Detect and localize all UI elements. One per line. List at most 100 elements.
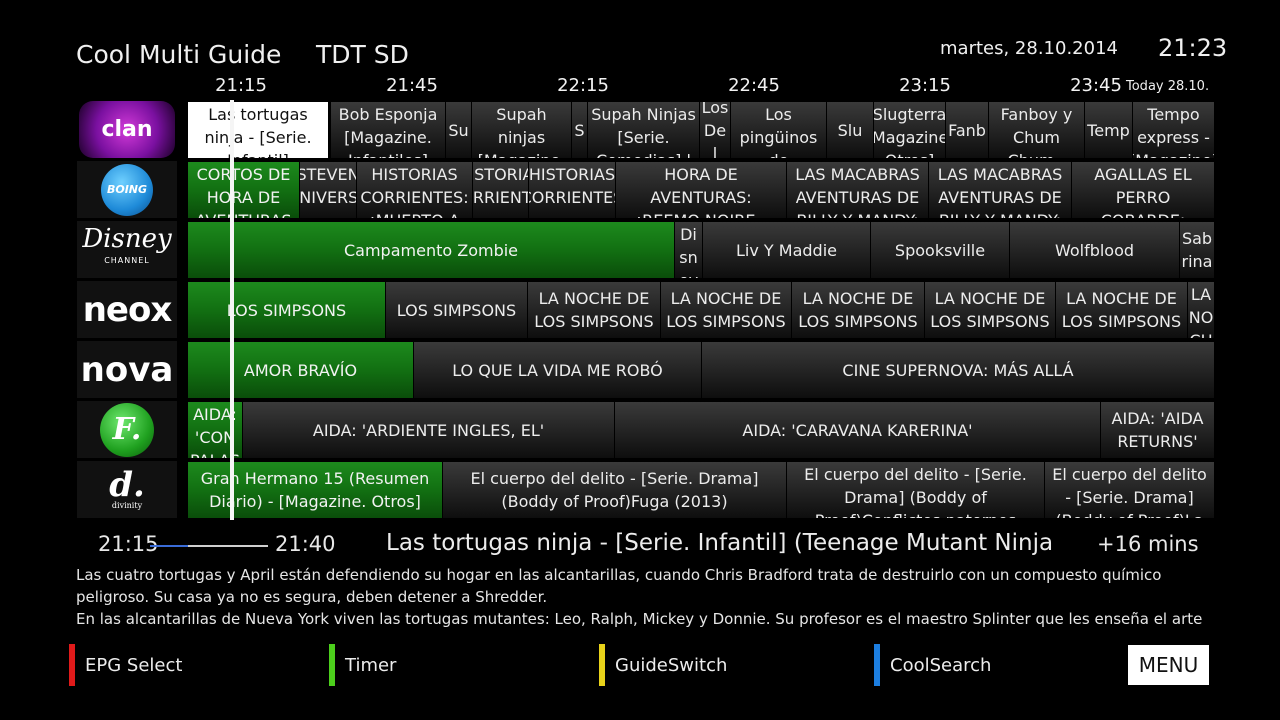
- blue-key-icon: [874, 644, 880, 686]
- channel-logo-clan[interactable]: clan: [79, 101, 175, 158]
- program-cell-now[interactable]: AMOR BRAVÍO: [188, 342, 413, 398]
- program-title: HISTORIAS CORRIENTES: [473, 165, 528, 207]
- program-title: Slugterra [Magazine. Otros]: [874, 105, 945, 158]
- program-cell[interactable]: Supah ninjas [Magazine. Otros]: [472, 102, 571, 158]
- program-cell[interactable]: Los De l: [700, 102, 730, 158]
- event-progress-bar: [150, 545, 268, 547]
- program-cell[interactable]: LA NO CH: [1188, 282, 1214, 338]
- green-key-timer[interactable]: Timer: [329, 644, 396, 686]
- program-title: STEVEN UNIVERSE: [300, 165, 356, 207]
- program-cell-now[interactable]: Gran Hermano 15 (Resumen Diario) - [Maga…: [188, 462, 442, 518]
- program-cell[interactable]: LAS MACABRAS AVENTURAS DE BILLY Y MANDY:: [929, 162, 1071, 218]
- program-title: LOS SIMPSONS: [226, 300, 347, 320]
- program-cell[interactable]: Fanb: [946, 102, 988, 158]
- program-title: LAS MACABRAS AVENTURAS DE BILLY Y MANDY:: [937, 165, 1063, 218]
- divinity-logo-text: d.: [109, 465, 145, 505]
- current-time: 21:23: [1158, 34, 1228, 62]
- timeline-tick: 21:45: [386, 75, 438, 96]
- program-title: AIDA: 'CARAVANA KARERINA': [742, 420, 973, 440]
- program-title: Las tortugas ninja - [Serie. Infantil]: [204, 105, 312, 158]
- program-title: LA NOCHE DE LOS SIMPSONS: [534, 289, 654, 331]
- event-title: Las tortugas ninja - [Serie. Infantil] (…: [386, 530, 1054, 556]
- channel-logo-neox[interactable]: neox: [77, 281, 177, 338]
- event-start-time: 21:15: [98, 532, 159, 556]
- program-title: Di sn ey: [679, 225, 698, 278]
- program-cell[interactable]: LA NOCHE DE LOS SIMPSONS: [792, 282, 924, 338]
- program-title: Spooksville: [894, 240, 986, 260]
- program-cell[interactable]: Di sn ey: [675, 222, 702, 278]
- menu-button[interactable]: MENU: [1128, 645, 1209, 685]
- program-cell[interactable]: Slugterra [Magazine. Otros]: [874, 102, 945, 158]
- program-title: LO QUE LA VIDA ME ROBÓ: [452, 360, 663, 380]
- blue-key-coolsearch[interactable]: CoolSearch: [874, 644, 991, 686]
- program-title: Los pingüinos de Madagascar [Magazine]: [739, 105, 818, 158]
- program-cell[interactable]: LA NOCHE DE LOS SIMPSONS: [1056, 282, 1187, 338]
- timeline-tick: 22:45: [728, 75, 780, 96]
- program-cell[interactable]: Temp: [1085, 102, 1132, 158]
- program-cell-now[interactable]: LOS SIMPSONS: [188, 282, 385, 338]
- program-cell[interactable]: CINE SUPERNOVA: MÁS ALLÁ: [702, 342, 1214, 398]
- program-cell[interactable]: Los pingüinos de Madagascar [Magazine]: [731, 102, 826, 158]
- program-title: Wolfblood: [1054, 240, 1135, 260]
- program-cell[interactable]: Slu: [827, 102, 873, 158]
- program-cell[interactable]: LO QUE LA VIDA ME ROBÓ: [414, 342, 701, 398]
- program-title: Supah Ninjas [Serie. Comedias] l: [591, 105, 696, 158]
- today-label: Today 28.10.: [1126, 79, 1210, 94]
- program-cell-selected[interactable]: Las tortugas ninja - [Serie. Infantil]: [188, 102, 331, 158]
- key-label: GuideSwitch: [615, 654, 728, 676]
- program-cell[interactable]: AGALLAS EL PERRO COBARDE:: [1072, 162, 1214, 218]
- program-cell[interactable]: HISTORIAS CORRIENTES: [473, 162, 528, 218]
- key-label: EPG Select: [85, 654, 183, 676]
- program-title: HORA DE AVENTURAS: ¡REEMO NOIRE - REY: [636, 165, 767, 218]
- program-cell-now[interactable]: CORTOS DE HORA DE AVENTURAS: [188, 162, 299, 218]
- program-title: El cuerpo del delito - [Serie. Drama] (B…: [470, 469, 759, 511]
- boing-logo-text: BOING: [106, 183, 148, 196]
- program-cell[interactable]: AIDA: 'AIDA RETURNS': [1101, 402, 1214, 458]
- disney-logo-text: Disney: [82, 223, 172, 254]
- program-cell[interactable]: AIDA: 'CARAVANA KARERINA': [615, 402, 1100, 458]
- program-cell[interactable]: Fanboy y Chum Chum - [Serie. Infantil]: [989, 102, 1084, 158]
- program-title: Los De l: [701, 102, 729, 158]
- program-title: Sab rina: [1181, 229, 1213, 271]
- channel-logo-boing[interactable]: BOING: [77, 161, 177, 218]
- program-title: AGALLAS EL PERRO COBARDE:: [1094, 165, 1192, 218]
- program-cell[interactable]: S: [572, 102, 587, 158]
- red-key-epg-select[interactable]: EPG Select: [69, 644, 182, 686]
- program-cell[interactable]: Sab rina: [1180, 222, 1214, 278]
- program-cell[interactable]: LA NOCHE DE LOS SIMPSONS: [925, 282, 1055, 338]
- program-cell[interactable]: Spooksville: [871, 222, 1009, 278]
- program-title: Bob Esponja [Magazine. Infantiles]: [338, 105, 438, 158]
- program-cell[interactable]: El cuerpo del delito - [Serie. Drama] (B…: [787, 462, 1044, 518]
- channel-logo-disney-channel[interactable]: Disney CHANNEL: [77, 221, 177, 278]
- program-cell[interactable]: Wolfblood: [1010, 222, 1179, 278]
- event-progress-fill: [150, 545, 188, 547]
- program-cell-now[interactable]: Campamento Zombie: [188, 222, 674, 278]
- program-cell[interactable]: Liv Y Maddie: [703, 222, 870, 278]
- channel-logo-nova[interactable]: nova: [77, 341, 177, 398]
- fdf-logo-text: F.: [112, 412, 142, 447]
- program-cell[interactable]: HISTORIAS CORRIENTES: [529, 162, 615, 218]
- channel-logo-divinity[interactable]: d. divinity: [77, 461, 177, 518]
- program-cell[interactable]: LA NOCHE DE LOS SIMPSONS: [528, 282, 660, 338]
- program-cell[interactable]: LA NOCHE DE LOS SIMPSONS: [661, 282, 791, 338]
- program-cell[interactable]: Supah Ninjas [Serie. Comedias] l: [588, 102, 699, 158]
- program-cell[interactable]: STEVEN UNIVERSE: [300, 162, 356, 218]
- program-cell[interactable]: AIDA: 'ARDIENTE INGLES, EL': [243, 402, 614, 458]
- program-cell[interactable]: Su: [446, 102, 471, 158]
- key-label: CoolSearch: [890, 654, 992, 676]
- program-cell[interactable]: El cuerpo del delito - [Serie. Drama] (B…: [443, 462, 786, 518]
- program-cell[interactable]: HISTORIAS CORRIENTES: ¡MUERTO A: [357, 162, 472, 218]
- program-title: LA NO CH: [1188, 285, 1214, 338]
- nova-logo-text: nova: [80, 349, 174, 390]
- program-cell[interactable]: HORA DE AVENTURAS: ¡REEMO NOIRE - REY: [616, 162, 786, 218]
- current-date: martes, 28.10.2014: [940, 38, 1118, 59]
- yellow-key-guideswitch[interactable]: GuideSwitch: [599, 644, 727, 686]
- program-title: CORTOS DE HORA DE AVENTURAS: [196, 165, 292, 218]
- program-cell[interactable]: LAS MACABRAS AVENTURAS DE BILLY Y MANDY:: [787, 162, 928, 218]
- channel-logo-fdf[interactable]: F.: [77, 401, 177, 458]
- program-cell[interactable]: LOS SIMPSONS: [386, 282, 527, 338]
- program-title: Campamento Zombie: [343, 240, 519, 260]
- program-cell[interactable]: El cuerpo del delito - [Serie. Drama] (B…: [1045, 462, 1214, 518]
- program-cell[interactable]: Tempo express - [Magazine]: [1133, 102, 1214, 158]
- program-cell[interactable]: Bob Esponja [Magazine. Infantiles]: [331, 102, 445, 158]
